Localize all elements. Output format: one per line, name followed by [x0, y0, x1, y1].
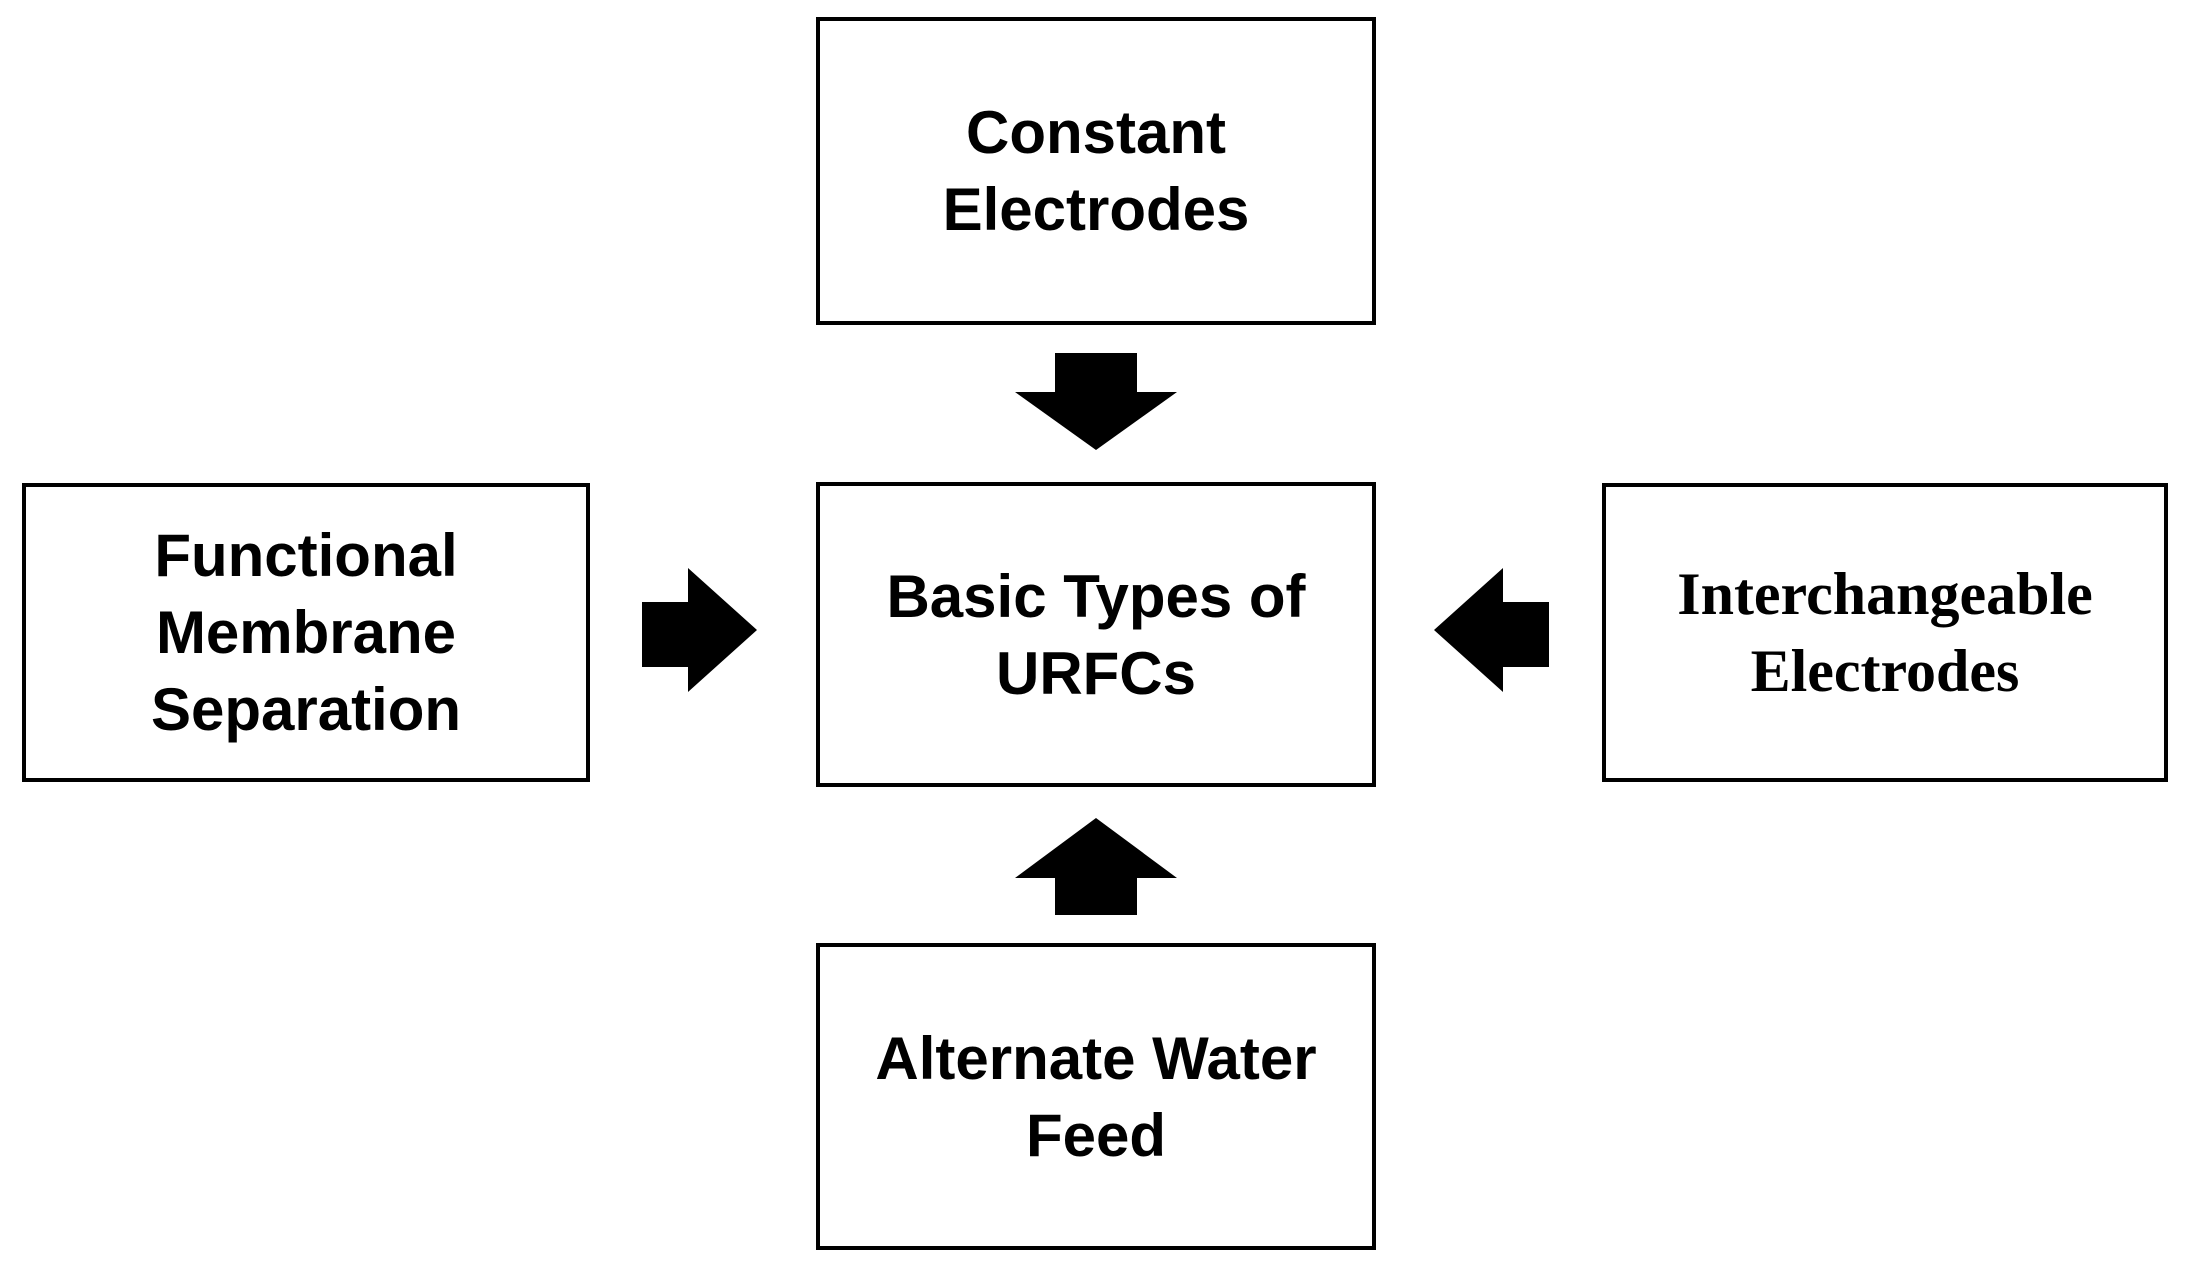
node-basic-types-of-urfcs: Basic Types of URFCs	[816, 482, 1376, 787]
node-constant-electrodes-label: Constant Electrodes	[942, 99, 1250, 243]
arrow-left-icon	[1434, 568, 1549, 692]
node-interchangeable-electrodes: Interchangeable Electrodes	[1602, 483, 2168, 782]
arrow-up-icon	[1015, 818, 1177, 915]
arrow-right-icon	[642, 568, 757, 692]
node-interchangeable-electrodes-label: Interchangeable Electrodes	[1677, 560, 2093, 704]
node-functional-membrane-separation-label: Functional Membrane Separation	[150, 522, 462, 743]
node-functional-membrane-separation: Functional Membrane Separation	[22, 483, 590, 782]
arrow-down-icon	[1015, 353, 1177, 450]
node-alternate-water-feed-label: Alternate Water Feed	[875, 1024, 1317, 1169]
node-constant-electrodes: Constant Electrodes	[816, 17, 1376, 325]
node-alternate-water-feed: Alternate Water Feed	[816, 943, 1376, 1250]
node-basic-types-of-urfcs-label: Basic Types of URFCs	[886, 562, 1306, 707]
